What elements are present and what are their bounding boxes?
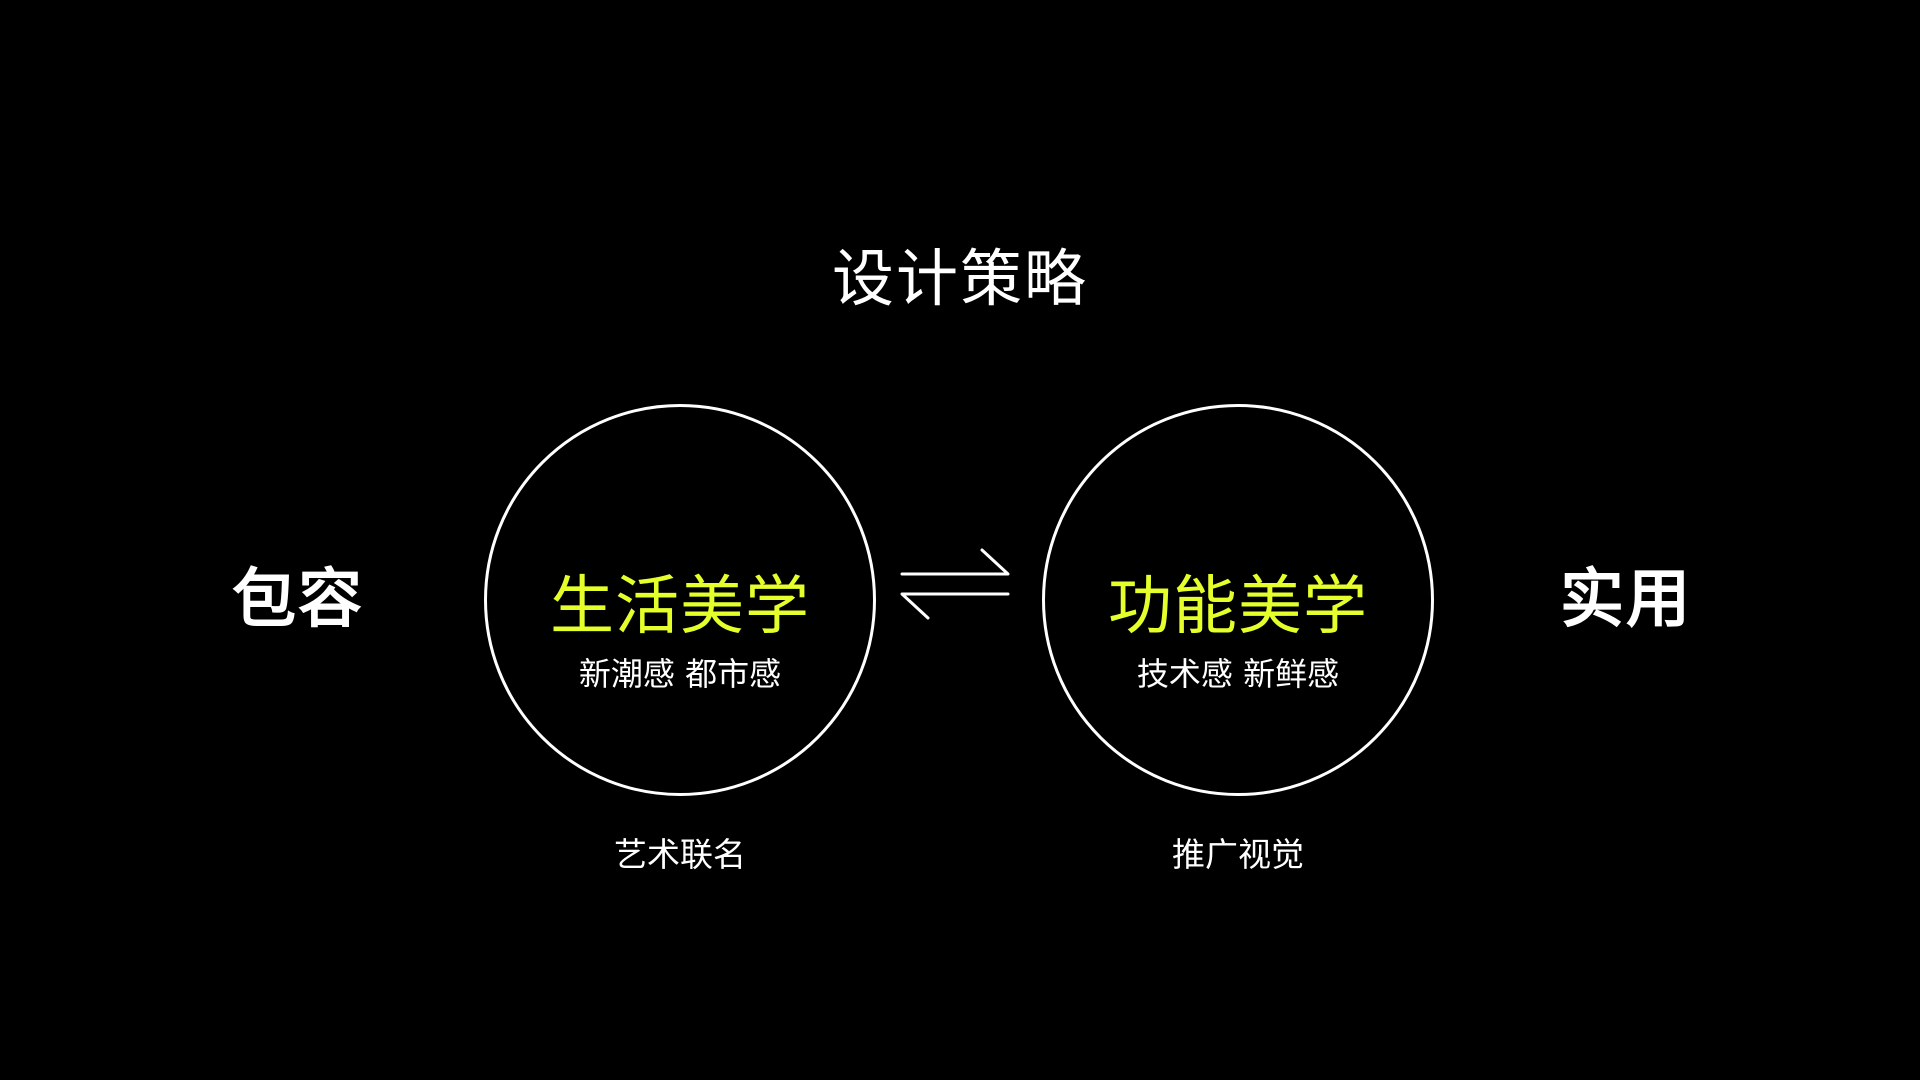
left-circle: 生活美学 新潮感 都市感: [484, 404, 876, 796]
right-circle-subtitle: 技术感 新鲜感: [1136, 655, 1340, 693]
left-caption: 艺术联名: [614, 835, 746, 874]
exchange-arrows-icon: [900, 548, 1010, 620]
left-circle-heading: 生活美学: [550, 570, 810, 644]
right-arrow-line: [900, 548, 1010, 576]
right-side-label: 实用: [1560, 563, 1692, 637]
right-circle: 功能美学 技术感 新鲜感: [1042, 404, 1434, 796]
page-title: 设计策略: [831, 242, 1088, 315]
left-side-label: 包容: [232, 563, 364, 637]
right-circle-heading: 功能美学: [1108, 570, 1368, 644]
left-arrow-line: [900, 592, 1010, 620]
left-circle-subtitle: 新潮感 都市感: [578, 655, 782, 693]
right-caption: 推广视觉: [1172, 835, 1304, 874]
